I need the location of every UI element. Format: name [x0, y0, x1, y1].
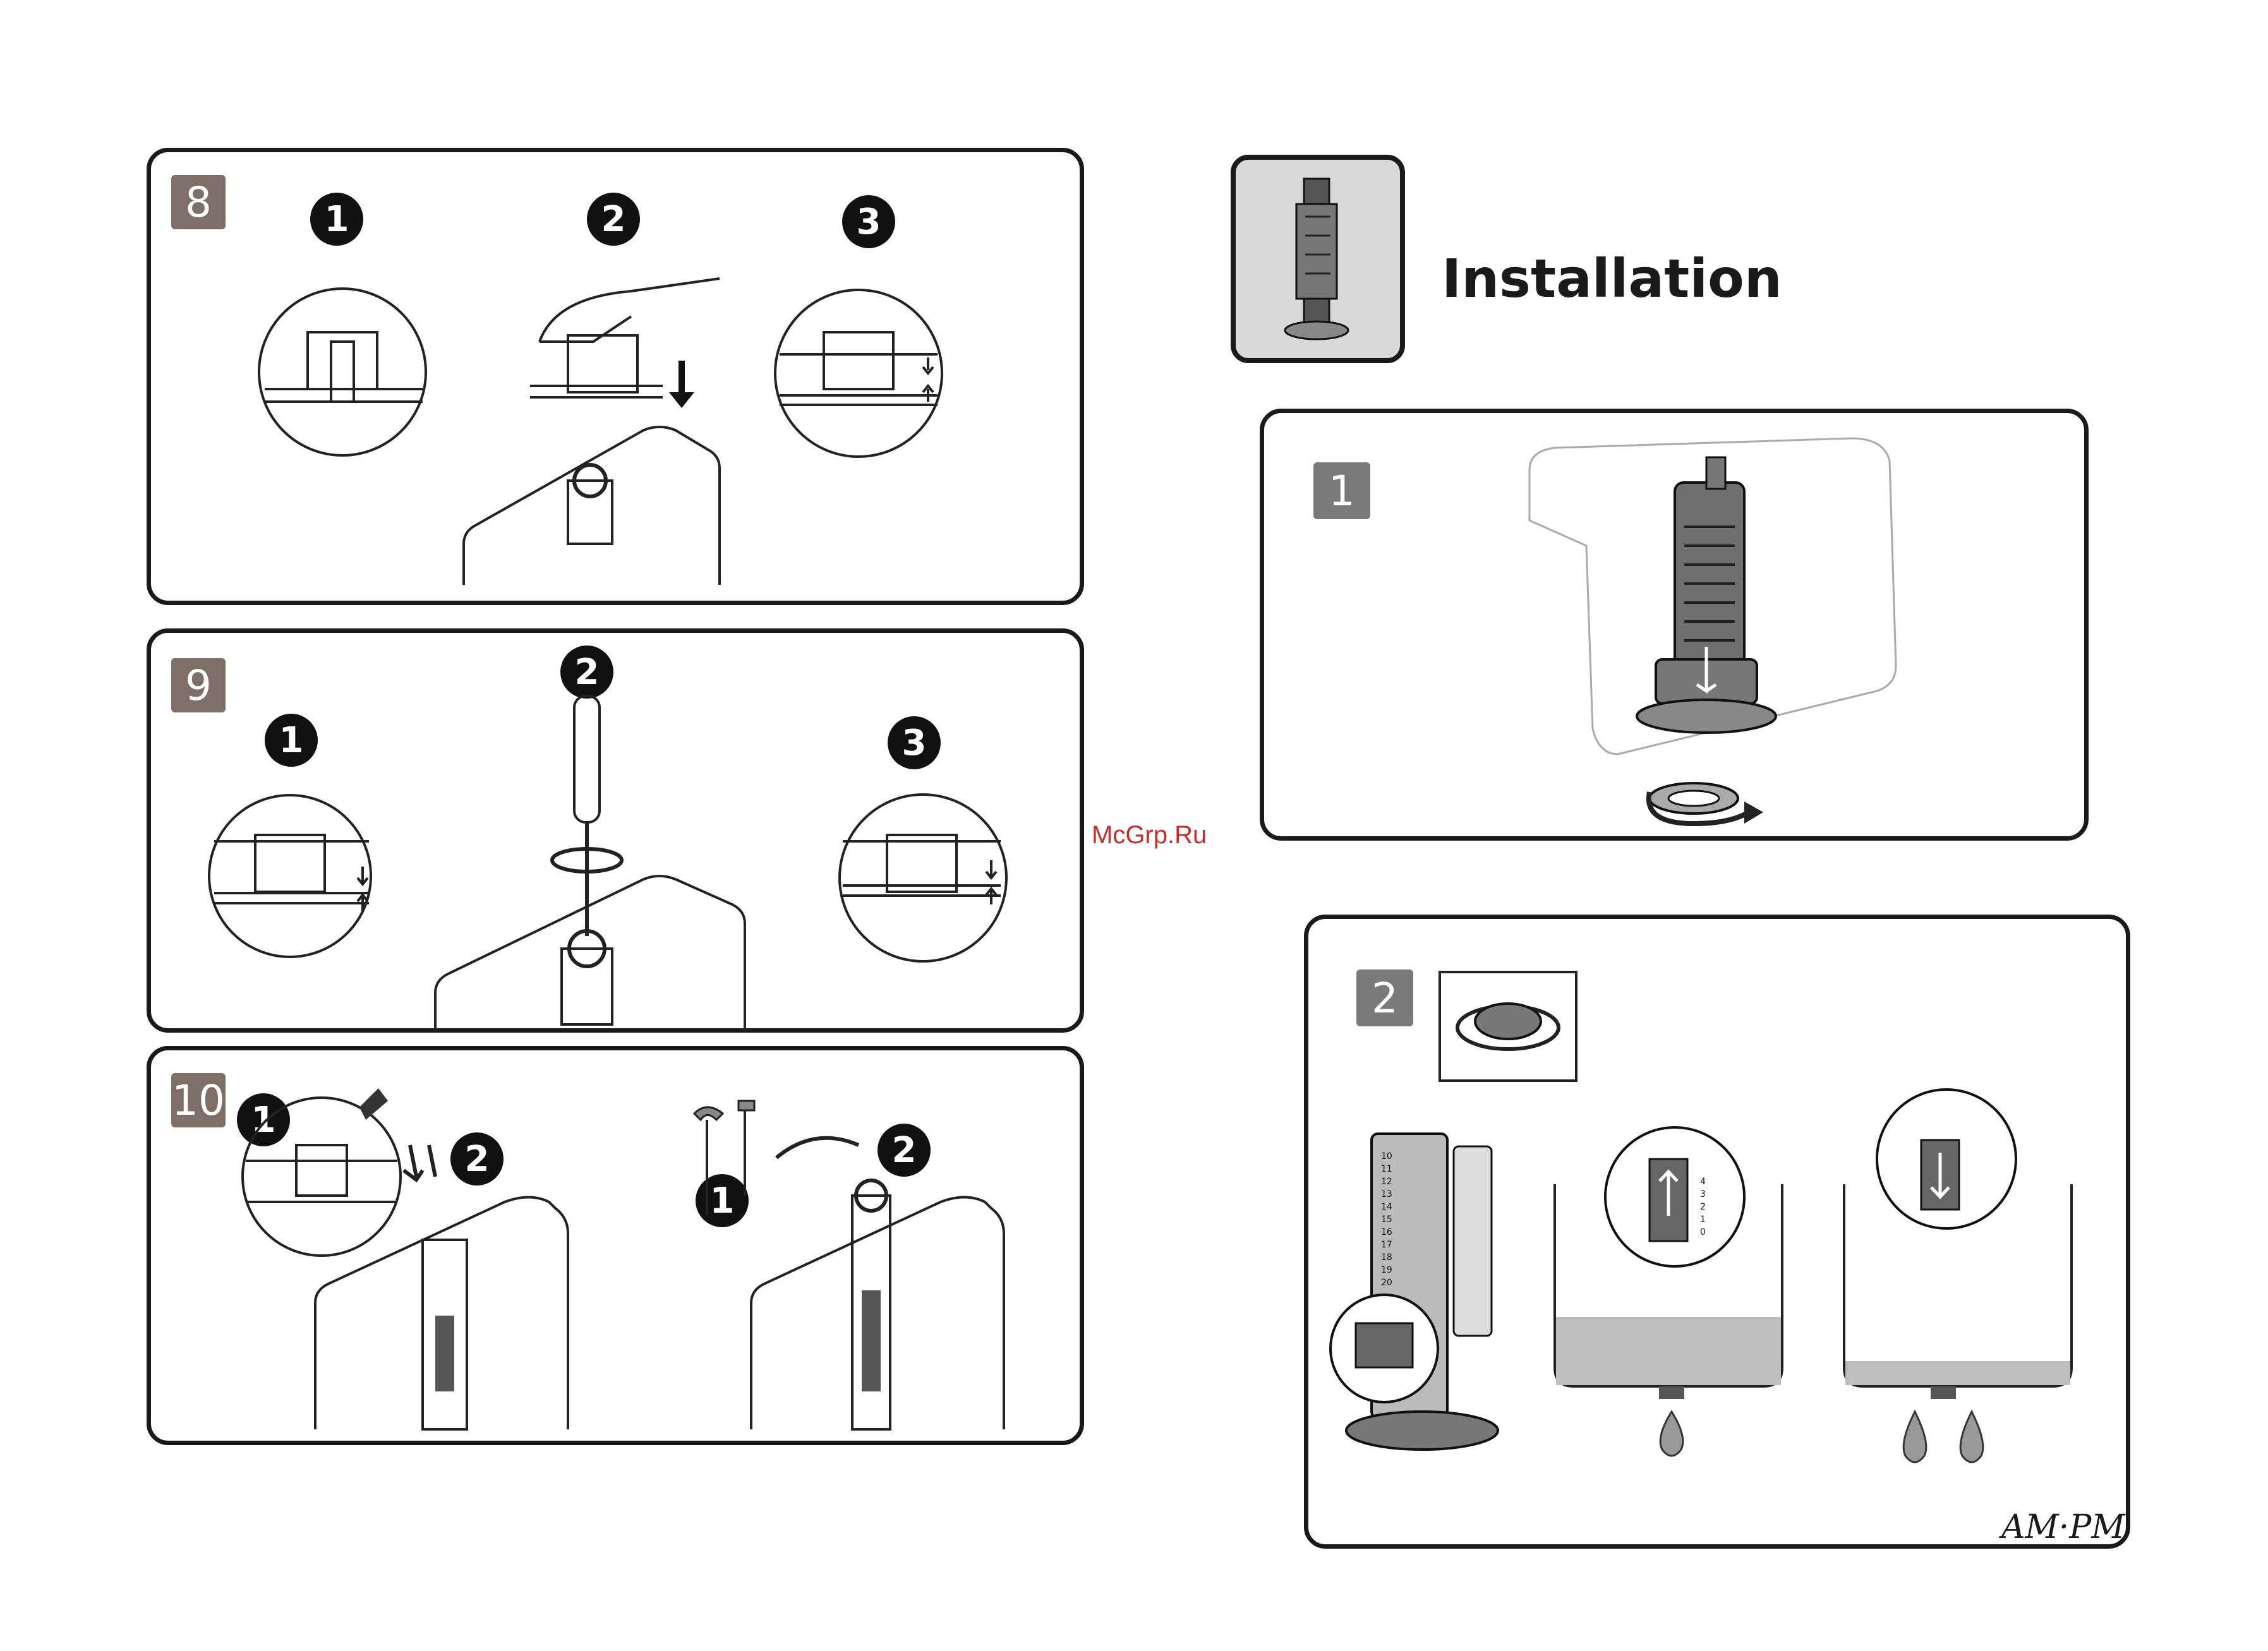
scale-label: 3 — [1700, 1189, 1706, 1199]
scale-label: 12 — [1381, 1177, 1392, 1187]
panel-step-1: 1 — [1260, 409, 2089, 841]
panel-step-10: 10 1 2 1 2 — [147, 1046, 1084, 1445]
panel-step-2: 2 10 11 12 13 14 15 16 17 18 19 20 — [1304, 915, 2130, 1549]
panel-10-illustration — [151, 1050, 1080, 1441]
scale-label: 1 — [1700, 1215, 1706, 1225]
scale-label: 13 — [1381, 1189, 1392, 1199]
scale-label: 0 — [1700, 1227, 1706, 1237]
scale-label: 19 — [1381, 1265, 1392, 1275]
scale-label: 15 — [1381, 1215, 1392, 1225]
panel-1-illustration — [1264, 413, 2084, 836]
panel-step-8: 8 1 2 3 — [147, 148, 1084, 605]
panel-8-illustration — [151, 152, 1080, 601]
panel-step-9: 9 1 2 3 — [147, 628, 1084, 1033]
scale-label: 18 — [1381, 1252, 1392, 1263]
brand-logo: AM·PM — [2001, 1508, 2125, 1546]
watermark: McGrp.Ru — [1092, 821, 1207, 850]
scale-label: 2 — [1700, 1202, 1706, 1212]
scale-label: 4 — [1700, 1177, 1706, 1187]
scale-label: 11 — [1381, 1164, 1392, 1174]
scale-label: 10 — [1381, 1151, 1392, 1162]
panel-2-illustration: 10 11 12 13 14 15 16 17 18 19 20 4 3 2 1… — [1308, 919, 2126, 1544]
page-title: Installation — [1442, 248, 1782, 309]
product-thumbnail — [1231, 155, 1405, 363]
scale-label: 16 — [1381, 1227, 1392, 1237]
scale-label: 20 — [1381, 1278, 1392, 1288]
scale-label: 14 — [1381, 1202, 1392, 1212]
flush-valve-thumbnail-icon — [1236, 160, 1400, 358]
panel-9-illustration — [151, 633, 1080, 1028]
scale-label: 17 — [1381, 1240, 1392, 1250]
